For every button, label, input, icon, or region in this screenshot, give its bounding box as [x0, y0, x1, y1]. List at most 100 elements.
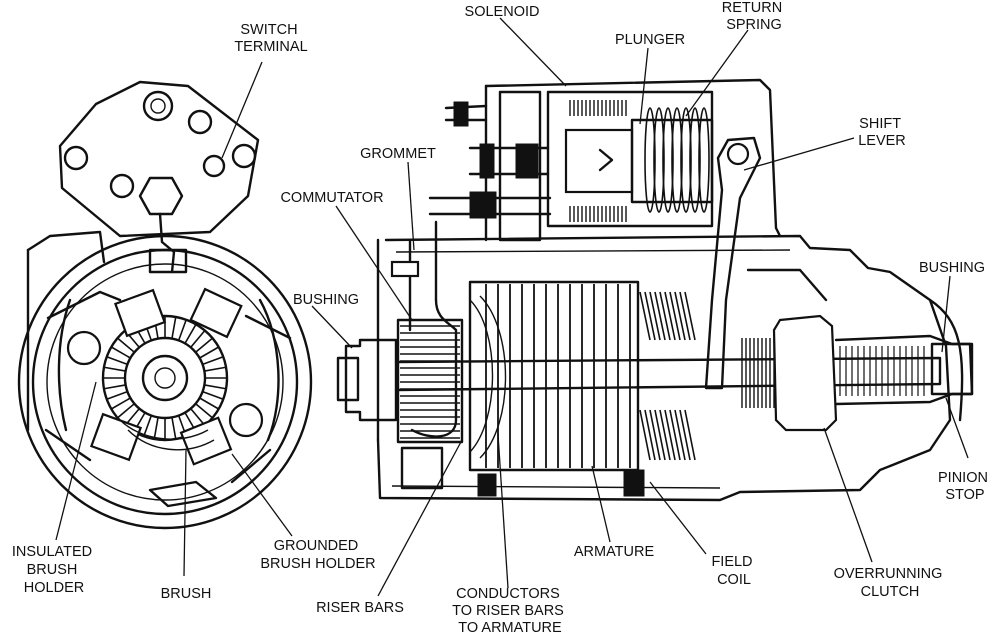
- hex-nut: [138, 176, 184, 216]
- field-coil-wire: [669, 409, 681, 461]
- shaft-stub: [336, 356, 360, 402]
- leader-bushing-right: [941, 275, 951, 353]
- plunger-tip: [598, 148, 614, 172]
- spring-coil: [653, 107, 665, 213]
- leader-switch-terminal: [221, 61, 263, 159]
- brush: [89, 412, 143, 462]
- field-coil-wire: [659, 291, 671, 341]
- flange-bolt: [231, 143, 257, 169]
- field-coil-wire: [639, 291, 651, 341]
- terminal-link: [158, 212, 176, 274]
- label-return-spring: RETURN SPRING: [722, 0, 786, 33]
- end-frame-outer: [17, 234, 313, 530]
- field-coil-wire: [684, 291, 696, 341]
- commutator-segment: [171, 316, 177, 339]
- leader-insulated-brush-holder: [55, 381, 97, 541]
- commutator-segment: [202, 390, 224, 400]
- brush: [179, 416, 233, 466]
- housing-edge: [26, 230, 106, 264]
- label-bushing-right: BUSHING: [919, 260, 985, 276]
- armature: [468, 280, 640, 472]
- commutator-segment: [177, 319, 187, 341]
- field-coil-wire: [649, 409, 661, 461]
- solenoid-housing: [484, 78, 782, 238]
- frame-tab: [148, 480, 218, 508]
- terminal-clip: [148, 248, 188, 274]
- field-coil-wire: [644, 291, 656, 341]
- brush-lead: [410, 298, 458, 438]
- label-conductors: CONDUCTORS TO RISER BARS TO ARMATURE: [452, 586, 568, 636]
- spring-coil: [689, 107, 701, 213]
- shaft-center: [154, 367, 176, 389]
- flange-hole: [142, 90, 174, 122]
- field-coil-wire: [674, 291, 686, 341]
- rear-bushing: [344, 338, 398, 422]
- label-solenoid: SOLENOID: [465, 4, 540, 20]
- mounting-flange: [58, 80, 260, 238]
- label-field-coil: FIELD COIL: [711, 554, 756, 588]
- field-coil-wire: [664, 291, 676, 341]
- leader-grounded-brush-holder: [231, 453, 293, 537]
- label-pinion-stop: PINION STOP: [938, 470, 992, 503]
- leader-shift-lever: [743, 137, 855, 171]
- contact-stud-nut: [479, 143, 495, 179]
- motor-frame: [376, 234, 952, 502]
- commutator-inner: [123, 336, 207, 420]
- field-winding: [119, 419, 215, 451]
- armature-laminations: [485, 284, 631, 468]
- flange-bolt: [63, 145, 89, 171]
- field-coil-wire: [654, 409, 666, 461]
- commutator-segment: [190, 329, 206, 348]
- label-insulated-brush-holder: INSULATED BRUSH HOLDER: [12, 544, 96, 596]
- brush: [113, 288, 167, 338]
- frame-inner-line: [391, 249, 791, 489]
- leader-solenoid: [499, 17, 567, 87]
- brush-assembly: [44, 287, 292, 484]
- commutator-segment: [110, 397, 131, 410]
- commutator-segment: [199, 346, 220, 359]
- field-coil-wire: [679, 409, 691, 461]
- leader-riser-bars: [377, 439, 463, 597]
- contact-disk: [515, 143, 539, 179]
- field-coil-wire: [654, 291, 666, 341]
- leader-grommet: [407, 161, 415, 251]
- field-coil-wire: [664, 409, 676, 461]
- labels: SWITCH TERMINAL SOLENOID PLUNGER RETURN …: [12, 0, 992, 636]
- field-coil-wire: [674, 409, 686, 461]
- label-switch-terminal: SWITCH TERMINAL: [234, 22, 307, 55]
- holder-bracket: [258, 298, 280, 442]
- grommet-lead: [408, 220, 438, 332]
- lever-pivot: [726, 142, 750, 166]
- brush: [189, 287, 243, 339]
- commutator-segment: [204, 366, 227, 372]
- commutator-segment: [103, 366, 126, 372]
- field-coil-wire: [659, 409, 671, 461]
- commutator-segment: [153, 417, 159, 440]
- grommet: [390, 260, 420, 278]
- nose-housing: [746, 268, 828, 302]
- pinion-splines: [741, 338, 925, 408]
- plunger: [564, 128, 634, 194]
- leader-pinion-stop: [945, 397, 969, 459]
- field-coil-wire: [639, 409, 651, 461]
- grounded-brush-holder: [228, 402, 264, 438]
- commutator-segment: [202, 356, 224, 366]
- leader-return-spring: [685, 29, 749, 117]
- commutator-segment: [103, 384, 126, 390]
- field-coil-bottom: [639, 409, 696, 461]
- spring-coil: [698, 107, 710, 213]
- overrunning-clutch: [772, 314, 838, 432]
- label-plunger: PLUNGER: [615, 32, 685, 48]
- armature-shaft: [141, 354, 189, 402]
- front-bushing-housing: [928, 298, 964, 422]
- field-coil-section: [477, 473, 497, 497]
- commutator-segment: [106, 356, 128, 366]
- leader-plunger: [639, 47, 649, 125]
- pinion-stop: [930, 342, 974, 396]
- spring-coil: [644, 107, 656, 213]
- leader-armature: [591, 465, 611, 543]
- label-bushing-left: BUSHING: [293, 292, 359, 308]
- field-coil-wire: [684, 409, 696, 461]
